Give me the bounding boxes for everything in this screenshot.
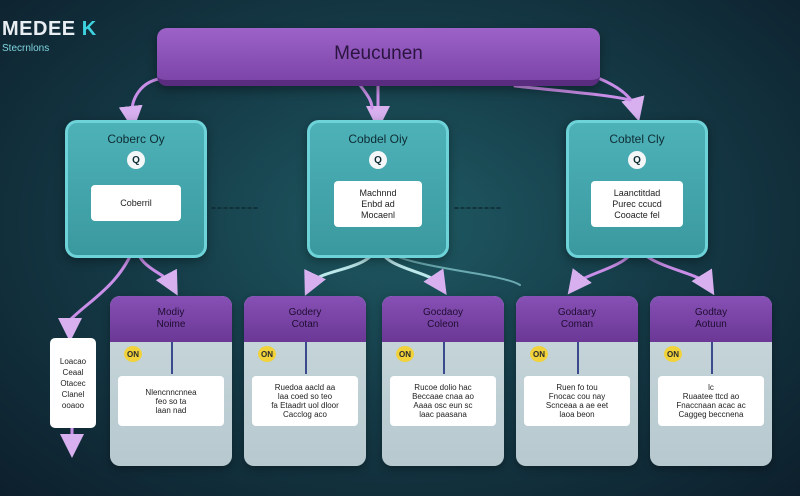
column-content-box: Nlencnncnnea feo so ta laan nad xyxy=(118,376,224,426)
column-header: Godtay Aotuun xyxy=(650,296,772,342)
card-title: Cobtel Cly xyxy=(609,132,665,146)
card-title: Coberc Oy xyxy=(107,132,165,146)
column-divider xyxy=(577,342,579,374)
column-divider xyxy=(711,342,713,374)
column-4[interactable]: Godaary Coman ON Ruen fo tou Fnocac cou … xyxy=(516,296,638,466)
top-node[interactable]: Meucunen xyxy=(157,28,600,86)
brand-logo: MEDEE K Stecrnlons xyxy=(2,18,97,54)
search-icon: Q xyxy=(628,151,646,169)
search-icon: Q xyxy=(127,151,145,169)
column-header: Godery Cotan xyxy=(244,296,366,342)
column-content-box: Ruen fo tou Fnocac cou nay Scnceaa a ae … xyxy=(524,376,630,426)
status-badge: ON xyxy=(664,346,682,362)
column-divider xyxy=(171,342,173,374)
column-content-box: Rucoe dolio hac Beccaae cnaa ao Aaaa osc… xyxy=(390,376,496,426)
card-content-box: Laanctitdad Purec ccucd Cooacte fel xyxy=(591,181,683,227)
logo-title: MEDEE K xyxy=(2,18,97,40)
logo-accent: K xyxy=(81,18,97,40)
card-right[interactable]: Cobtel Cly Q Laanctitdad Purec ccucd Coo… xyxy=(566,120,708,258)
column-content-box: Ruedoa aacld aa laa coed so teo fa Etaad… xyxy=(252,376,358,426)
column-1[interactable]: Modiy Noime ON Nlencnncnnea feo so ta la… xyxy=(110,296,232,466)
card-content-box: Machnnd Enbd ad Mocaenl xyxy=(334,181,422,227)
card-content-box: Coberril xyxy=(91,185,181,221)
status-badge: ON xyxy=(396,346,414,362)
status-badge: ON xyxy=(258,346,276,362)
column-divider xyxy=(305,342,307,374)
column-5[interactable]: Godtay Aotuun ON lc Ruaatee ttcd ao Fnac… xyxy=(650,296,772,466)
logo-subtitle: Stecrnlons xyxy=(2,43,50,54)
column-3[interactable]: Gocdaoy Coleon ON Rucoe dolio hac Beccaa… xyxy=(382,296,504,466)
status-badge: ON xyxy=(124,346,142,362)
search-icon: Q xyxy=(369,151,387,169)
column-header: Gocdaoy Coleon xyxy=(382,296,504,342)
column-header: Godaary Coman xyxy=(516,296,638,342)
card-title: Cobdel Oiy xyxy=(348,132,408,146)
card-center[interactable]: Cobdel Oiy Q Machnnd Enbd ad Mocaenl xyxy=(307,120,449,258)
column-2[interactable]: Godery Cotan ON Ruedoa aacld aa laa coed… xyxy=(244,296,366,466)
top-node-label: Meucunen xyxy=(334,43,423,64)
side-note-box[interactable]: Loacao Ceaal Otacec Clanel ooaoo xyxy=(50,338,96,428)
column-header: Modiy Noime xyxy=(110,296,232,342)
column-content-box: lc Ruaatee ttcd ao Fnaccnaan acac ac Cag… xyxy=(658,376,764,426)
card-left[interactable]: Coberc Oy Q Coberril xyxy=(65,120,207,258)
status-badge: ON xyxy=(530,346,548,362)
column-divider xyxy=(443,342,445,374)
